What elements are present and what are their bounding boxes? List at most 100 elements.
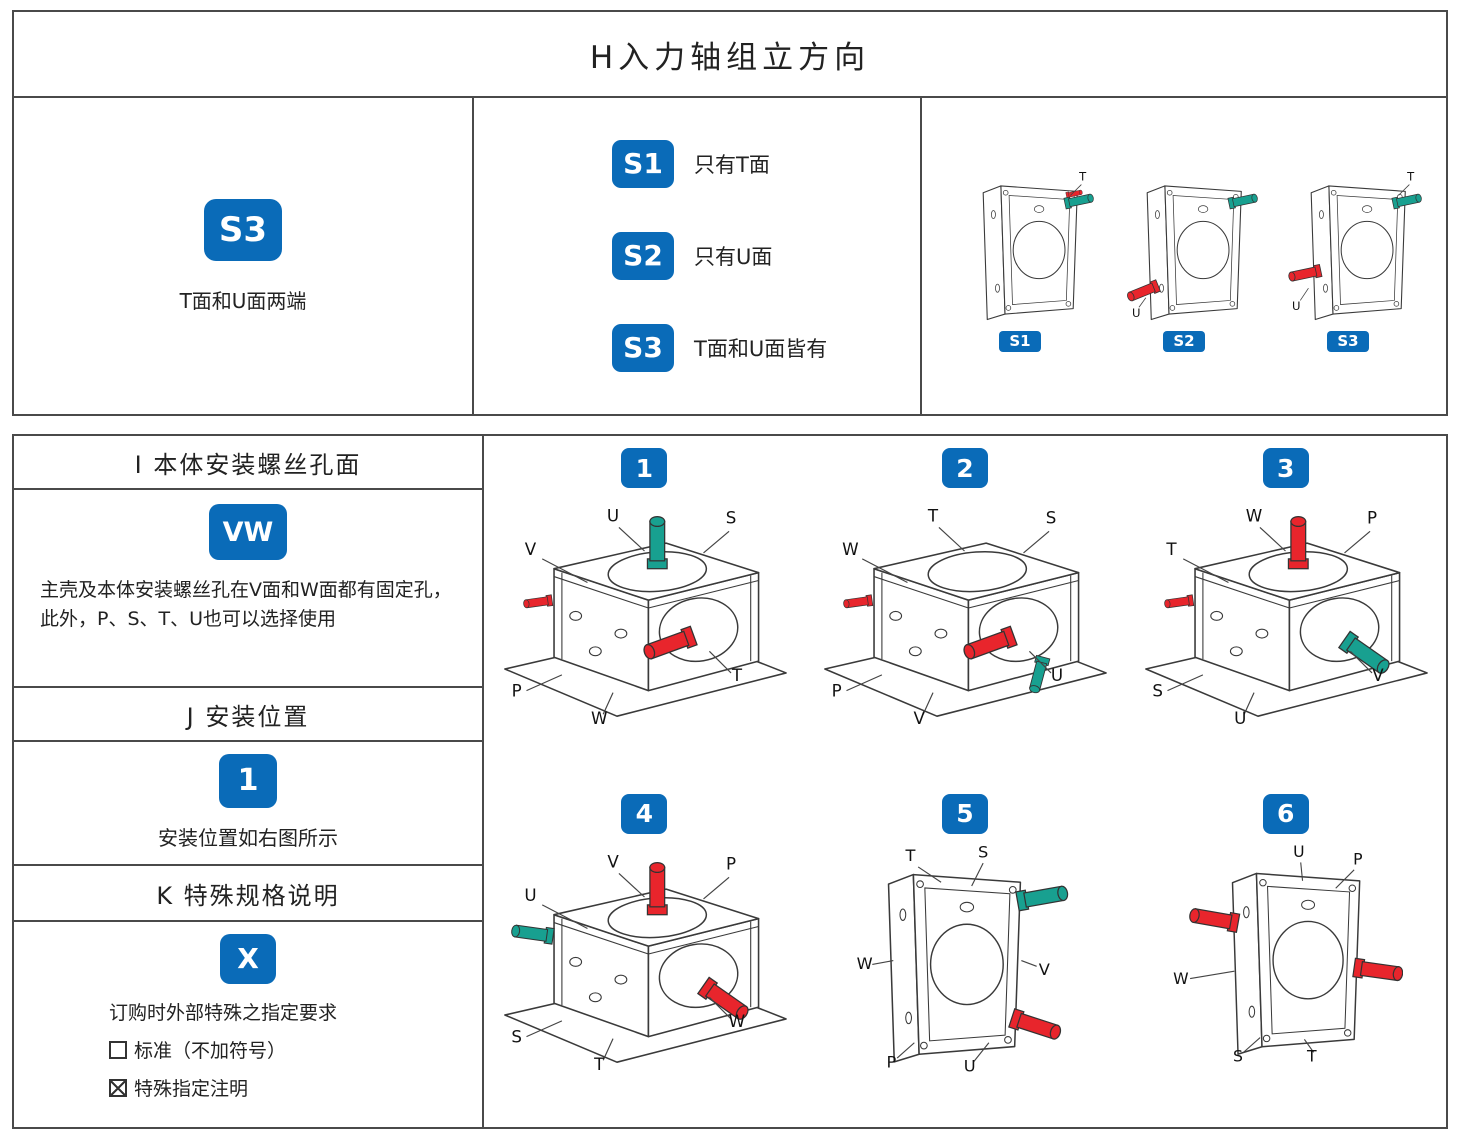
face-label-bl: P bbox=[511, 681, 521, 701]
leader-lines bbox=[1299, 183, 1410, 301]
position-figure-4: 4 U V P W S T bbox=[484, 782, 805, 1128]
face-label-b: W bbox=[591, 708, 608, 728]
option-standard-label: 标准（不加符号） bbox=[134, 1040, 287, 1062]
s1-label: 只有T面 bbox=[694, 153, 770, 177]
face-label-t: S bbox=[978, 844, 988, 861]
table-title: H入力轴组立方向 bbox=[14, 12, 1446, 98]
position-figure-2: 2 W T S U P V bbox=[805, 436, 1126, 782]
figure-s1-badge: S1 bbox=[999, 331, 1041, 353]
leader-lines bbox=[846, 526, 1052, 715]
face-label-tr: S bbox=[1046, 507, 1057, 527]
section-k-description: 订购时外部特殊之指定要求 bbox=[109, 1002, 338, 1024]
position-number-badge: 1 bbox=[621, 448, 668, 488]
input-shaft-direction-table: H入力轴组立方向 S3 T面和U面两端 S1 只有T面 S2 只有U面 S3 T… bbox=[12, 10, 1448, 416]
face-label-t: W bbox=[1246, 505, 1263, 525]
leader-lines bbox=[1070, 183, 1082, 196]
face-label-bl: S bbox=[1233, 1046, 1243, 1065]
position-number-badge: 2 bbox=[941, 448, 988, 488]
face-label-r: V bbox=[1039, 959, 1050, 978]
face-label-t: T bbox=[1406, 169, 1415, 183]
position-figure-6: 6 U P W S T bbox=[1125, 782, 1446, 1128]
figure-s2: U S2 bbox=[1109, 160, 1259, 353]
face-label-bl: S bbox=[511, 1026, 522, 1046]
option-s3: S3 T面和U面皆有 bbox=[612, 324, 920, 372]
face-label-bl: P bbox=[887, 1052, 897, 1071]
face-label-tl: W bbox=[843, 539, 860, 559]
shaft-figures-cell: T S1 U S2 bbox=[920, 98, 1446, 414]
leader-lines bbox=[1167, 526, 1373, 715]
s1-badge: S1 bbox=[612, 140, 674, 188]
face-label-l: W bbox=[1173, 969, 1188, 988]
section-i-body: VW 主壳及本体安装螺丝孔在V面和W面都有固定孔，此外，P、S、T、U也可以选择… bbox=[14, 490, 482, 688]
face-label-r: W bbox=[729, 1010, 746, 1030]
face-label-r: U bbox=[1051, 665, 1063, 685]
face-label-tl: T bbox=[905, 846, 916, 865]
section-j-body: 1 安装位置如右图所示 bbox=[14, 742, 482, 866]
empty-checkbox-icon bbox=[109, 1040, 127, 1059]
face-label-bl: S bbox=[1153, 681, 1164, 701]
position-1-badge: 1 bbox=[219, 754, 277, 808]
face-label-t: U bbox=[607, 505, 619, 525]
face-label-u: U bbox=[1132, 305, 1140, 319]
face-label-u: U bbox=[1292, 299, 1300, 313]
section-i-description: 主壳及本体安装螺丝孔在V面和W面都有固定孔，此外，P、S、T、U也可以选择使用 bbox=[40, 579, 452, 631]
crossed-checkbox-icon bbox=[109, 1078, 127, 1097]
mounting-spec-table: I 本体安装螺丝孔面 VW 主壳及本体安装螺丝孔在V面和W面都有固定孔，此外，P… bbox=[12, 434, 1448, 1129]
face-label-t: U bbox=[1293, 844, 1304, 861]
position-figure-5: 5 T S W V P U bbox=[805, 782, 1126, 1128]
gearbox-drawing-s2: U bbox=[1125, 185, 1259, 320]
gearbox-drawing-1: V U S T P W bbox=[503, 505, 787, 728]
figure-s3-badge: S3 bbox=[1327, 331, 1369, 353]
gearbox-drawing-6: U P W S T bbox=[1173, 844, 1404, 1065]
option-special: 特殊指定注明 bbox=[14, 1074, 482, 1101]
face-label-tl: U bbox=[524, 884, 536, 904]
gearbox-drawing-5: T S W V P U bbox=[857, 844, 1071, 1073]
s3-caption: T面和U面两端 bbox=[179, 288, 307, 313]
section-j-header: J 安装位置 bbox=[14, 688, 482, 742]
face-label-b: T bbox=[1306, 1046, 1317, 1065]
face-label-bl: P bbox=[832, 681, 842, 701]
vw-badge: VW bbox=[209, 504, 287, 560]
face-label-tl: V bbox=[525, 539, 537, 559]
s3-option-badge: S3 bbox=[612, 324, 674, 372]
face-label-tr: S bbox=[726, 507, 737, 527]
leader-lines bbox=[526, 526, 732, 715]
gearbox-drawing-s1: T bbox=[982, 169, 1095, 320]
shaft-options-cell: S1 只有T面 S2 只有U面 S3 T面和U面皆有 bbox=[472, 98, 920, 414]
face-label-b: U bbox=[964, 1056, 976, 1073]
face-label-b: T bbox=[593, 1054, 605, 1074]
option-special-label: 特殊指定注明 bbox=[134, 1078, 249, 1100]
s2-badge: S2 bbox=[612, 232, 674, 280]
section-i-header: I 本体安装螺丝孔面 bbox=[14, 436, 482, 490]
position-number-badge: 6 bbox=[1262, 793, 1309, 834]
face-label-r: T bbox=[731, 665, 743, 685]
leader-lines bbox=[526, 872, 732, 1060]
face-label-r: V bbox=[1372, 665, 1384, 685]
option-standard: 标准（不加符号） bbox=[14, 1036, 482, 1063]
face-label-tr: P bbox=[1367, 507, 1377, 527]
position-figure-3: 3 T W P V S U bbox=[1125, 436, 1446, 782]
table-body: S3 T面和U面两端 S1 只有T面 S2 只有U面 S3 T面和U面皆有 bbox=[14, 98, 1446, 414]
s3-badge: S3 bbox=[204, 198, 282, 261]
gearbox-drawing-2: W T S U P V bbox=[824, 505, 1108, 728]
leader-lines bbox=[1138, 297, 1147, 308]
section-j-description: 安装位置如右图所示 bbox=[158, 826, 338, 850]
gearbox-drawing-s3: T U bbox=[1287, 169, 1423, 320]
face-label-tl: T bbox=[1165, 539, 1177, 559]
s2-label: 只有U面 bbox=[694, 245, 773, 269]
s3-option-label: T面和U面皆有 bbox=[694, 337, 828, 361]
figure-s2-badge: S2 bbox=[1163, 331, 1205, 353]
gearbox-drawing-3: T W P V S U bbox=[1145, 505, 1429, 728]
figure-s1: T S1 bbox=[945, 160, 1095, 353]
option-s1: S1 只有T面 bbox=[612, 140, 920, 188]
section-k-header: K 特殊规格说明 bbox=[14, 866, 482, 922]
position-number-badge: 5 bbox=[941, 793, 988, 834]
face-label-b: U bbox=[1234, 708, 1246, 728]
face-label-b: V bbox=[914, 708, 926, 728]
face-label-t: T bbox=[1078, 169, 1087, 183]
s3-summary-cell: S3 T面和U面两端 bbox=[14, 98, 472, 414]
face-label-t: V bbox=[607, 851, 619, 871]
section-k-body: X 订购时外部特殊之指定要求 标准（不加符号） 特殊指定注明 bbox=[14, 922, 482, 1127]
face-label-tr: P bbox=[726, 853, 736, 873]
position-number-badge: 4 bbox=[621, 793, 668, 834]
